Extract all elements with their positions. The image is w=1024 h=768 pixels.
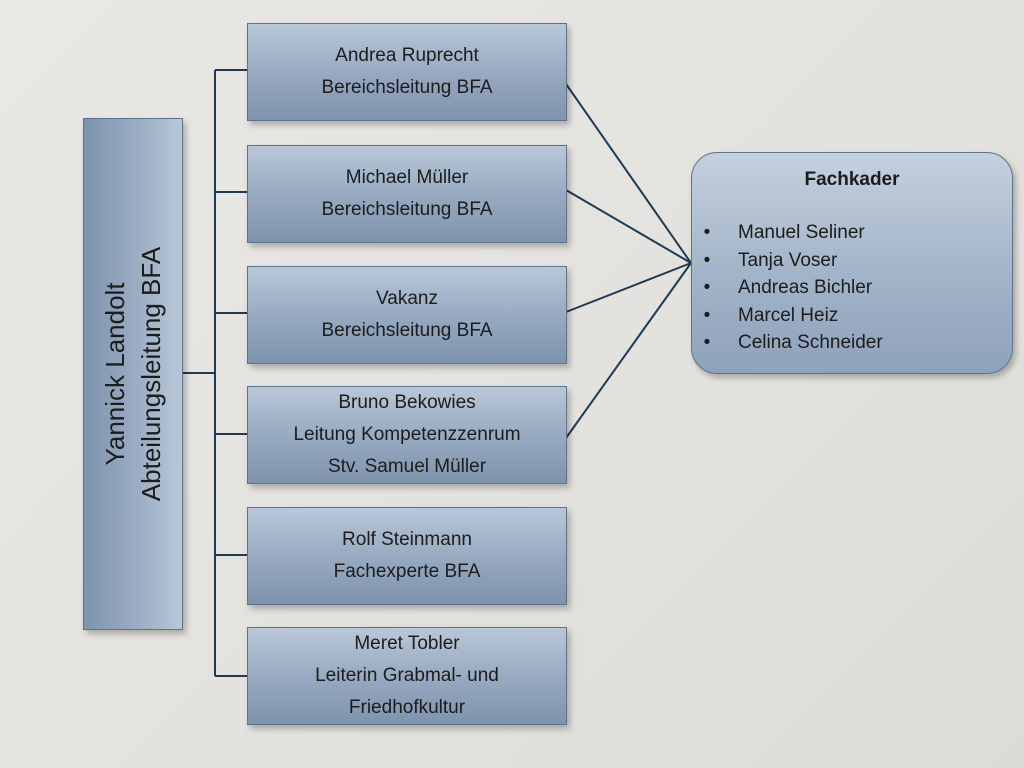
unit-box-3: Vakanz Bereichsleitung BFA: [247, 266, 567, 364]
unit-6-role: Leiterin Grabmal- und: [315, 665, 499, 686]
unit-5-role: Fachexperte BFA: [333, 561, 481, 582]
list-item: • Andreas Bichler: [702, 274, 883, 302]
unit-4-deputy: Stv. Samuel Müller: [327, 456, 487, 477]
bullet-icon: •: [703, 304, 711, 326]
unit-5-name: Rolf Steinmann: [342, 529, 472, 550]
member-name: Marcel Heiz: [738, 304, 839, 326]
list-item: • Tanja Voser: [702, 247, 883, 275]
list-item: • Marcel Heiz: [702, 302, 883, 330]
connector-fach-4: [565, 262, 692, 439]
bullet-icon: •: [703, 277, 711, 298]
fachkader-title: Fachkader: [804, 169, 900, 190]
unit-2-role: Bereichsleitung BFA: [321, 199, 493, 220]
member-name: Tanja Voser: [738, 249, 838, 271]
connector-fach-2: [565, 189, 692, 264]
fachkader-list: • Manuel Seliner • Tanja Voser • Andreas Bi…: [702, 219, 883, 357]
unit-4-name: Bruno Bekowies: [338, 392, 476, 413]
unit-box-1: Andrea Ruprecht Bereichsleitung BFA: [247, 23, 567, 121]
head-name: Yannick Landolt: [100, 282, 130, 466]
unit-1-name: Andrea Ruprecht: [335, 45, 479, 66]
unit-box-6: Meret Tobler Leiterin Grabmal- und Fried…: [247, 627, 567, 725]
unit-6-role-cont: Friedhofkultur: [348, 697, 466, 718]
unit-4-role: Leitung Kompetenzzenrum: [293, 424, 521, 445]
member-name: Manuel Seliner: [738, 222, 865, 243]
bullet-icon: •: [703, 249, 711, 271]
unit-3-name: Vakanz: [376, 288, 438, 309]
unit-3-role: Bereichsleitung BFA: [321, 320, 493, 341]
list-item: • Celina Schneider: [702, 329, 883, 357]
head-role: Abteilungsleitung BFA: [136, 246, 166, 502]
head-box: Yannick Landolt Abteilungsleitung BFA: [83, 118, 183, 630]
unit-1-role: Bereichsleitung BFA: [321, 77, 493, 98]
fachkader-box: Fachkader • Manuel Seliner • Tanja Voser •…: [691, 152, 1013, 374]
connector-fach-3: [565, 262, 692, 313]
list-item: • Manuel Seliner: [702, 219, 883, 247]
head-text: Yannick Landolt Abteilungsleitung BFA: [97, 247, 169, 501]
connector-fach-1: [565, 83, 692, 264]
member-name: Andreas Bichler: [738, 277, 873, 298]
member-name: Celina Schneider: [738, 332, 883, 353]
bullet-icon: •: [703, 222, 711, 243]
unit-6-name: Meret Tobler: [354, 633, 460, 654]
unit-2-name: Michael Müller: [345, 167, 469, 188]
unit-box-2: Michael Müller Bereichsleitung BFA: [247, 145, 567, 243]
unit-box-4: Bruno Bekowies Leitung Kompetenzzenrum S…: [247, 386, 567, 484]
bullet-icon: •: [703, 332, 711, 353]
unit-box-5: Rolf Steinmann Fachexperte BFA: [247, 507, 567, 605]
